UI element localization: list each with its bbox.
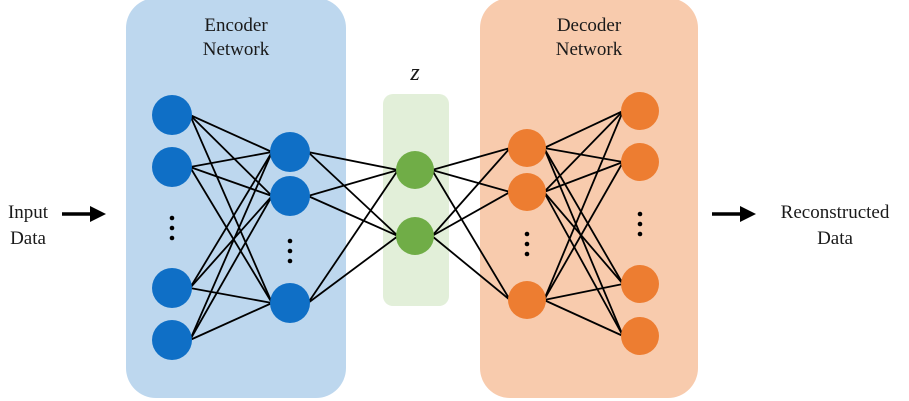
edge-encoder-hidden-to-latent bbox=[307, 151, 399, 237]
latent-z-label: z bbox=[410, 60, 420, 86]
decoder-output-ellipsis-dot-1 bbox=[637, 211, 643, 217]
edge-encoder-input-to-encoder-hidden bbox=[189, 195, 273, 289]
edge-encoder-input-to-encoder-hidden bbox=[189, 302, 273, 341]
edge-decoder-hidden-to-decoder-output bbox=[543, 110, 624, 193]
latent-node-2 bbox=[396, 217, 434, 255]
encoder-title-line1: Encoder bbox=[204, 15, 268, 36]
decoder-hidden-ellipsis-dot-3 bbox=[524, 251, 530, 257]
encoder-hidden-ellipsis-dot-3 bbox=[287, 258, 293, 264]
edge-encoder-hidden-to-latent bbox=[307, 195, 399, 237]
decoder-output-node-3 bbox=[621, 265, 659, 303]
edge-decoder-hidden-to-decoder-output bbox=[543, 191, 624, 285]
edge-encoder-input-to-encoder-hidden bbox=[189, 151, 273, 341]
encoder-title: Encoder Network bbox=[126, 14, 346, 62]
edge-encoder-input-to-encoder-hidden bbox=[189, 114, 273, 304]
encoder-hidden-node-1 bbox=[270, 132, 310, 172]
decoder-output-node-1 bbox=[621, 92, 659, 130]
edge-decoder-hidden-to-decoder-output bbox=[543, 161, 624, 193]
edge-encoder-hidden-to-latent bbox=[307, 169, 399, 197]
input-data-label: Input Data bbox=[0, 200, 56, 252]
decoder-output-node-4 bbox=[621, 317, 659, 355]
edge-decoder-hidden-to-decoder-output bbox=[543, 161, 624, 301]
output-arrow-icon bbox=[712, 206, 756, 222]
edge-latent-to-decoder-hidden bbox=[431, 169, 511, 193]
encoder-input-node-1 bbox=[152, 95, 192, 135]
edge-encoder-input-to-encoder-hidden bbox=[189, 166, 273, 197]
decoder-hidden-node-3 bbox=[508, 281, 546, 319]
edge-decoder-hidden-to-decoder-output bbox=[543, 147, 624, 163]
edge-decoder-hidden-to-decoder-output bbox=[543, 299, 624, 337]
input-arrow-icon bbox=[62, 206, 106, 222]
edge-encoder-input-to-encoder-hidden bbox=[189, 114, 273, 197]
encoder-input-ellipsis-dot-1 bbox=[169, 215, 175, 221]
edge-encoder-hidden-to-latent bbox=[307, 151, 399, 171]
edge-encoder-input-to-encoder-hidden bbox=[189, 166, 273, 304]
encoder-input-node-2 bbox=[152, 147, 192, 187]
neuron-nodes bbox=[152, 92, 659, 360]
edge-decoder-hidden-to-decoder-output bbox=[543, 147, 624, 285]
decoder-title-line1: Decoder bbox=[556, 15, 622, 36]
decoder-hidden-ellipsis-dot-1 bbox=[524, 231, 530, 237]
edge-encoder-input-to-encoder-hidden bbox=[189, 195, 273, 341]
output-label-line1: Reconstructed bbox=[780, 202, 890, 223]
edge-latent-to-decoder-hidden bbox=[431, 147, 511, 171]
output-label-line2: Data bbox=[817, 228, 853, 249]
connection-edges bbox=[189, 110, 624, 341]
encoder-input-node-3 bbox=[152, 268, 192, 308]
input-label-line1: Input bbox=[7, 202, 49, 223]
edge-decoder-hidden-to-decoder-output bbox=[543, 110, 624, 301]
latent-node-1 bbox=[396, 151, 434, 189]
edge-encoder-input-to-encoder-hidden bbox=[189, 287, 273, 304]
latent-space-panel bbox=[383, 94, 449, 306]
decoder-hidden-node-2 bbox=[508, 173, 546, 211]
edge-latent-to-decoder-hidden bbox=[431, 235, 511, 301]
encoder-title-line2: Network bbox=[202, 39, 270, 60]
decoder-output-ellipsis-dot-2 bbox=[637, 221, 643, 227]
ellipsis-dots bbox=[169, 211, 643, 264]
decoder-hidden-node-1 bbox=[508, 129, 546, 167]
arrows bbox=[62, 206, 756, 222]
edge-latent-to-decoder-hidden bbox=[431, 191, 511, 237]
edge-decoder-hidden-to-decoder-output bbox=[543, 110, 624, 149]
decoder-hidden-ellipsis-dot-2 bbox=[524, 241, 530, 247]
edge-decoder-hidden-to-decoder-output bbox=[543, 283, 624, 301]
edge-latent-to-decoder-hidden bbox=[431, 169, 511, 301]
encoder-input-node-4 bbox=[152, 320, 192, 360]
encoder-input-ellipsis-dot-2 bbox=[169, 225, 175, 231]
edge-encoder-hidden-to-latent bbox=[307, 169, 399, 304]
edge-latent-to-decoder-hidden bbox=[431, 147, 511, 237]
encoder-input-ellipsis-dot-3 bbox=[169, 235, 175, 241]
decoder-output-ellipsis-dot-3 bbox=[637, 231, 643, 237]
encoder-hidden-ellipsis-dot-2 bbox=[287, 248, 293, 254]
edge-encoder-input-to-encoder-hidden bbox=[189, 114, 273, 153]
encoder-hidden-ellipsis-dot-1 bbox=[287, 238, 293, 244]
edge-decoder-hidden-to-decoder-output bbox=[543, 191, 624, 337]
edge-encoder-hidden-to-latent bbox=[307, 235, 399, 304]
encoder-hidden-node-3 bbox=[270, 283, 310, 323]
input-label-line2: Data bbox=[10, 228, 46, 249]
decoder-title-line2: Network bbox=[555, 39, 623, 60]
reconstructed-data-label: Reconstructed Data bbox=[762, 200, 908, 252]
edge-encoder-input-to-encoder-hidden bbox=[189, 151, 273, 168]
edge-encoder-input-to-encoder-hidden bbox=[189, 151, 273, 289]
decoder-output-node-2 bbox=[621, 143, 659, 181]
decoder-title: Decoder Network bbox=[480, 14, 698, 62]
encoder-hidden-node-2 bbox=[270, 176, 310, 216]
